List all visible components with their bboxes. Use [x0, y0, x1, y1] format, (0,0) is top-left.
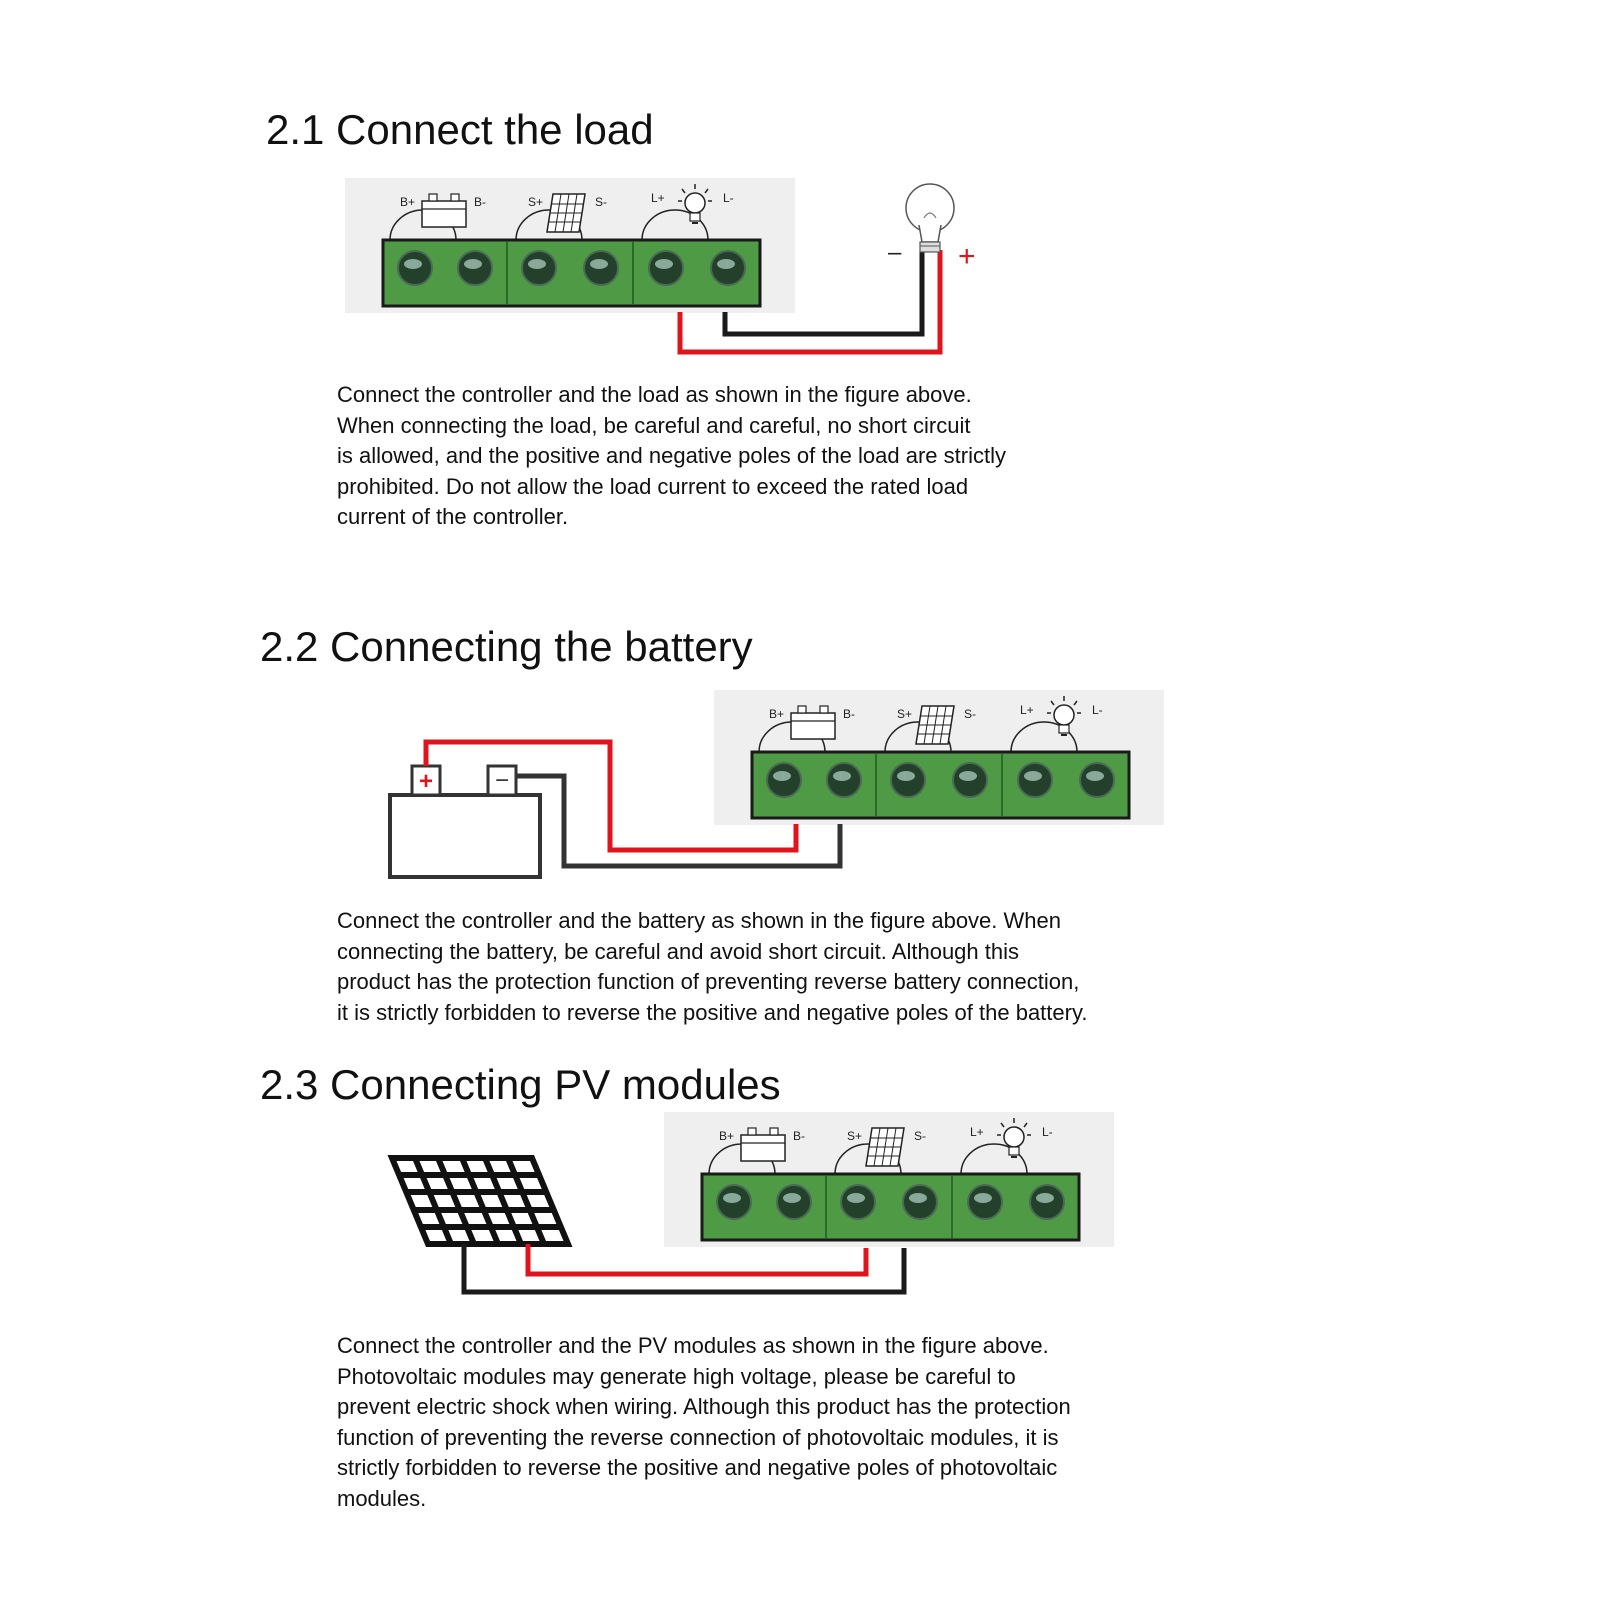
label-s-minus: S-: [595, 195, 607, 209]
light-bulb-icon: [905, 183, 955, 253]
label-b-minus: B-: [793, 1129, 805, 1143]
load-positive-sign: +: [958, 240, 976, 273]
screw-terminal: [648, 250, 684, 286]
screw-terminal: [716, 1184, 752, 1220]
pv-module-illustration: [387, 1155, 573, 1247]
load-negative-sign: –: [888, 239, 902, 266]
pv-wiring-diagram: B+ B- S+ S- L+ L-: [387, 1112, 1114, 1295]
label-s-plus: S+: [847, 1129, 862, 1143]
screw-terminal: [1029, 1184, 1065, 1220]
battery-negative-sign: −: [495, 767, 509, 794]
screw-terminal: [967, 1184, 1003, 1220]
red-wire: [677, 250, 943, 355]
label-l-minus: L-: [723, 191, 734, 205]
label-l-minus: L-: [1042, 1125, 1053, 1139]
screw-terminal: [902, 1184, 938, 1220]
screw-terminal: [776, 1184, 812, 1220]
section-text-pv: Connect the controller and the PV module…: [337, 1333, 1071, 1511]
battery-wiring-diagram: B+ B- S+ S- L+ L-: [388, 690, 1164, 879]
section-text-load: Connect the controller and the load as s…: [337, 382, 1006, 529]
screw-terminal: [890, 762, 926, 798]
label-s-minus: S-: [914, 1129, 926, 1143]
screw-terminal: [397, 250, 433, 286]
terminal-block: B+ B- S+ S- L+ L-: [345, 178, 795, 313]
screw-terminal: [1017, 762, 1053, 798]
label-b-minus: B-: [474, 195, 486, 209]
screw-terminal: [583, 250, 619, 286]
screw-terminal: [766, 762, 802, 798]
lamp-icon: [1047, 696, 1081, 736]
solar-panel-icon: [546, 193, 586, 233]
label-b-plus: B+: [400, 195, 415, 209]
screw-terminal: [826, 762, 862, 798]
label-s-minus: S-: [964, 707, 976, 721]
section-title-battery: 2.2 Connecting the battery: [260, 623, 753, 670]
terminal-block: B+ B- S+ S- L+ L-: [664, 1112, 1114, 1247]
screw-terminal: [952, 762, 988, 798]
label-l-plus: L+: [970, 1125, 984, 1139]
load-wiring-diagram: B+ B- S+ S- L+ L-: [345, 178, 976, 355]
screw-terminal: [457, 250, 493, 286]
label-s-plus: S+: [897, 707, 912, 721]
label-b-plus: B+: [769, 707, 784, 721]
screw-terminal: [840, 1184, 876, 1220]
label-b-plus: B+: [719, 1129, 734, 1143]
red-wire: [423, 739, 799, 853]
screw-terminal: [710, 250, 746, 286]
section-text-battery: Connect the controller and the battery a…: [337, 908, 1088, 1025]
battery-positive-sign: +: [419, 768, 433, 795]
section-title-load: 2.1 Connect the load: [266, 106, 654, 153]
battery-icon: [740, 1127, 786, 1162]
screw-terminal: [1079, 762, 1115, 798]
black-wire: [461, 1244, 907, 1295]
battery-illustration: + −: [388, 764, 542, 879]
solar-panel-icon: [915, 705, 955, 745]
label-l-minus: L-: [1092, 703, 1103, 717]
label-l-plus: L+: [651, 191, 665, 205]
label-s-plus: S+: [528, 195, 543, 209]
solar-panel-icon: [865, 1127, 905, 1167]
lamp-icon: [678, 184, 712, 224]
terminal-block: B+ B- S+ S- L+ L-: [714, 690, 1164, 825]
label-l-plus: L+: [1020, 703, 1034, 717]
battery-icon: [421, 193, 467, 228]
label-b-minus: B-: [843, 707, 855, 721]
section-title-pv: 2.3 Connecting PV modules: [260, 1061, 781, 1108]
screw-terminal: [521, 250, 557, 286]
battery-icon: [790, 705, 836, 740]
red-wire: [525, 1244, 869, 1277]
black-wire: [516, 773, 843, 869]
lamp-icon: [997, 1118, 1031, 1158]
black-wire: [722, 250, 925, 337]
